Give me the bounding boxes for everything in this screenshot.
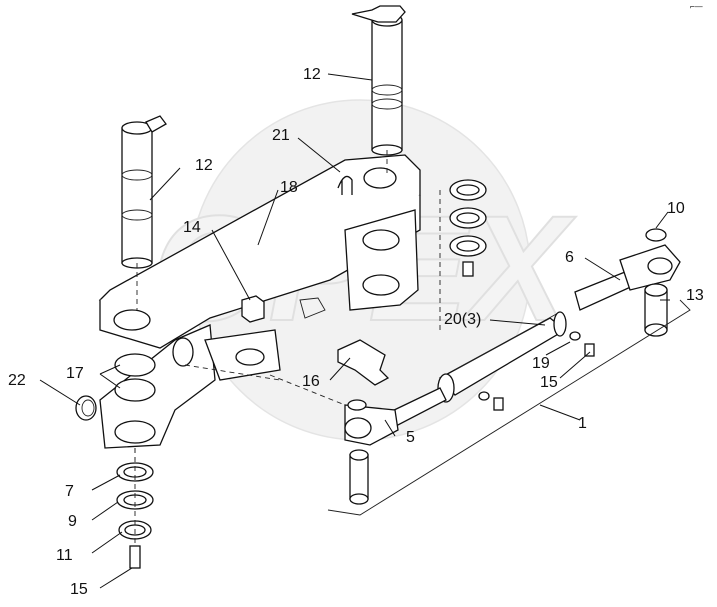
label-16: 16 (302, 373, 320, 390)
label-5: 5 (406, 429, 415, 446)
label-9: 9 (68, 513, 77, 530)
label-15-left: 15 (70, 581, 88, 598)
label-1: 1 (578, 415, 587, 432)
label-13: 13 (686, 287, 704, 304)
label-22: 22 (8, 372, 26, 389)
label-18: 18 (280, 179, 298, 196)
washers-17 (114, 353, 156, 402)
assembly-guides (134, 150, 388, 460)
label-6: 6 (565, 249, 574, 266)
grease-nipple-22 (75, 395, 97, 421)
nut-14 (241, 295, 265, 323)
part-labels: 12 12 21 18 14 17 22 16 5 20(3) 19 15 6 … (8, 66, 704, 598)
washer-stack-right (439, 179, 487, 330)
label-14: 14 (183, 219, 201, 236)
label-20: 20(3) (444, 311, 481, 328)
label-19: 19 (532, 355, 550, 372)
top-link-assembly (327, 228, 691, 516)
pin-12-left (121, 115, 167, 269)
corner-mark: ⌐— (690, 2, 703, 11)
washer-stack-left (116, 448, 154, 569)
clip-21 (337, 175, 353, 195)
label-10: 10 (667, 200, 685, 217)
leader-lines (39, 73, 670, 589)
label-15-right: 15 (540, 374, 558, 391)
label-17: 17 (66, 365, 84, 382)
label-11: 11 (56, 547, 73, 564)
label-12-left: 12 (195, 157, 213, 174)
label-12-upper: 12 (303, 66, 321, 83)
label-21: 21 (272, 127, 290, 144)
pin-12-upper (351, 5, 406, 156)
label-7: 7 (65, 483, 74, 500)
bracket-body (98, 154, 421, 449)
